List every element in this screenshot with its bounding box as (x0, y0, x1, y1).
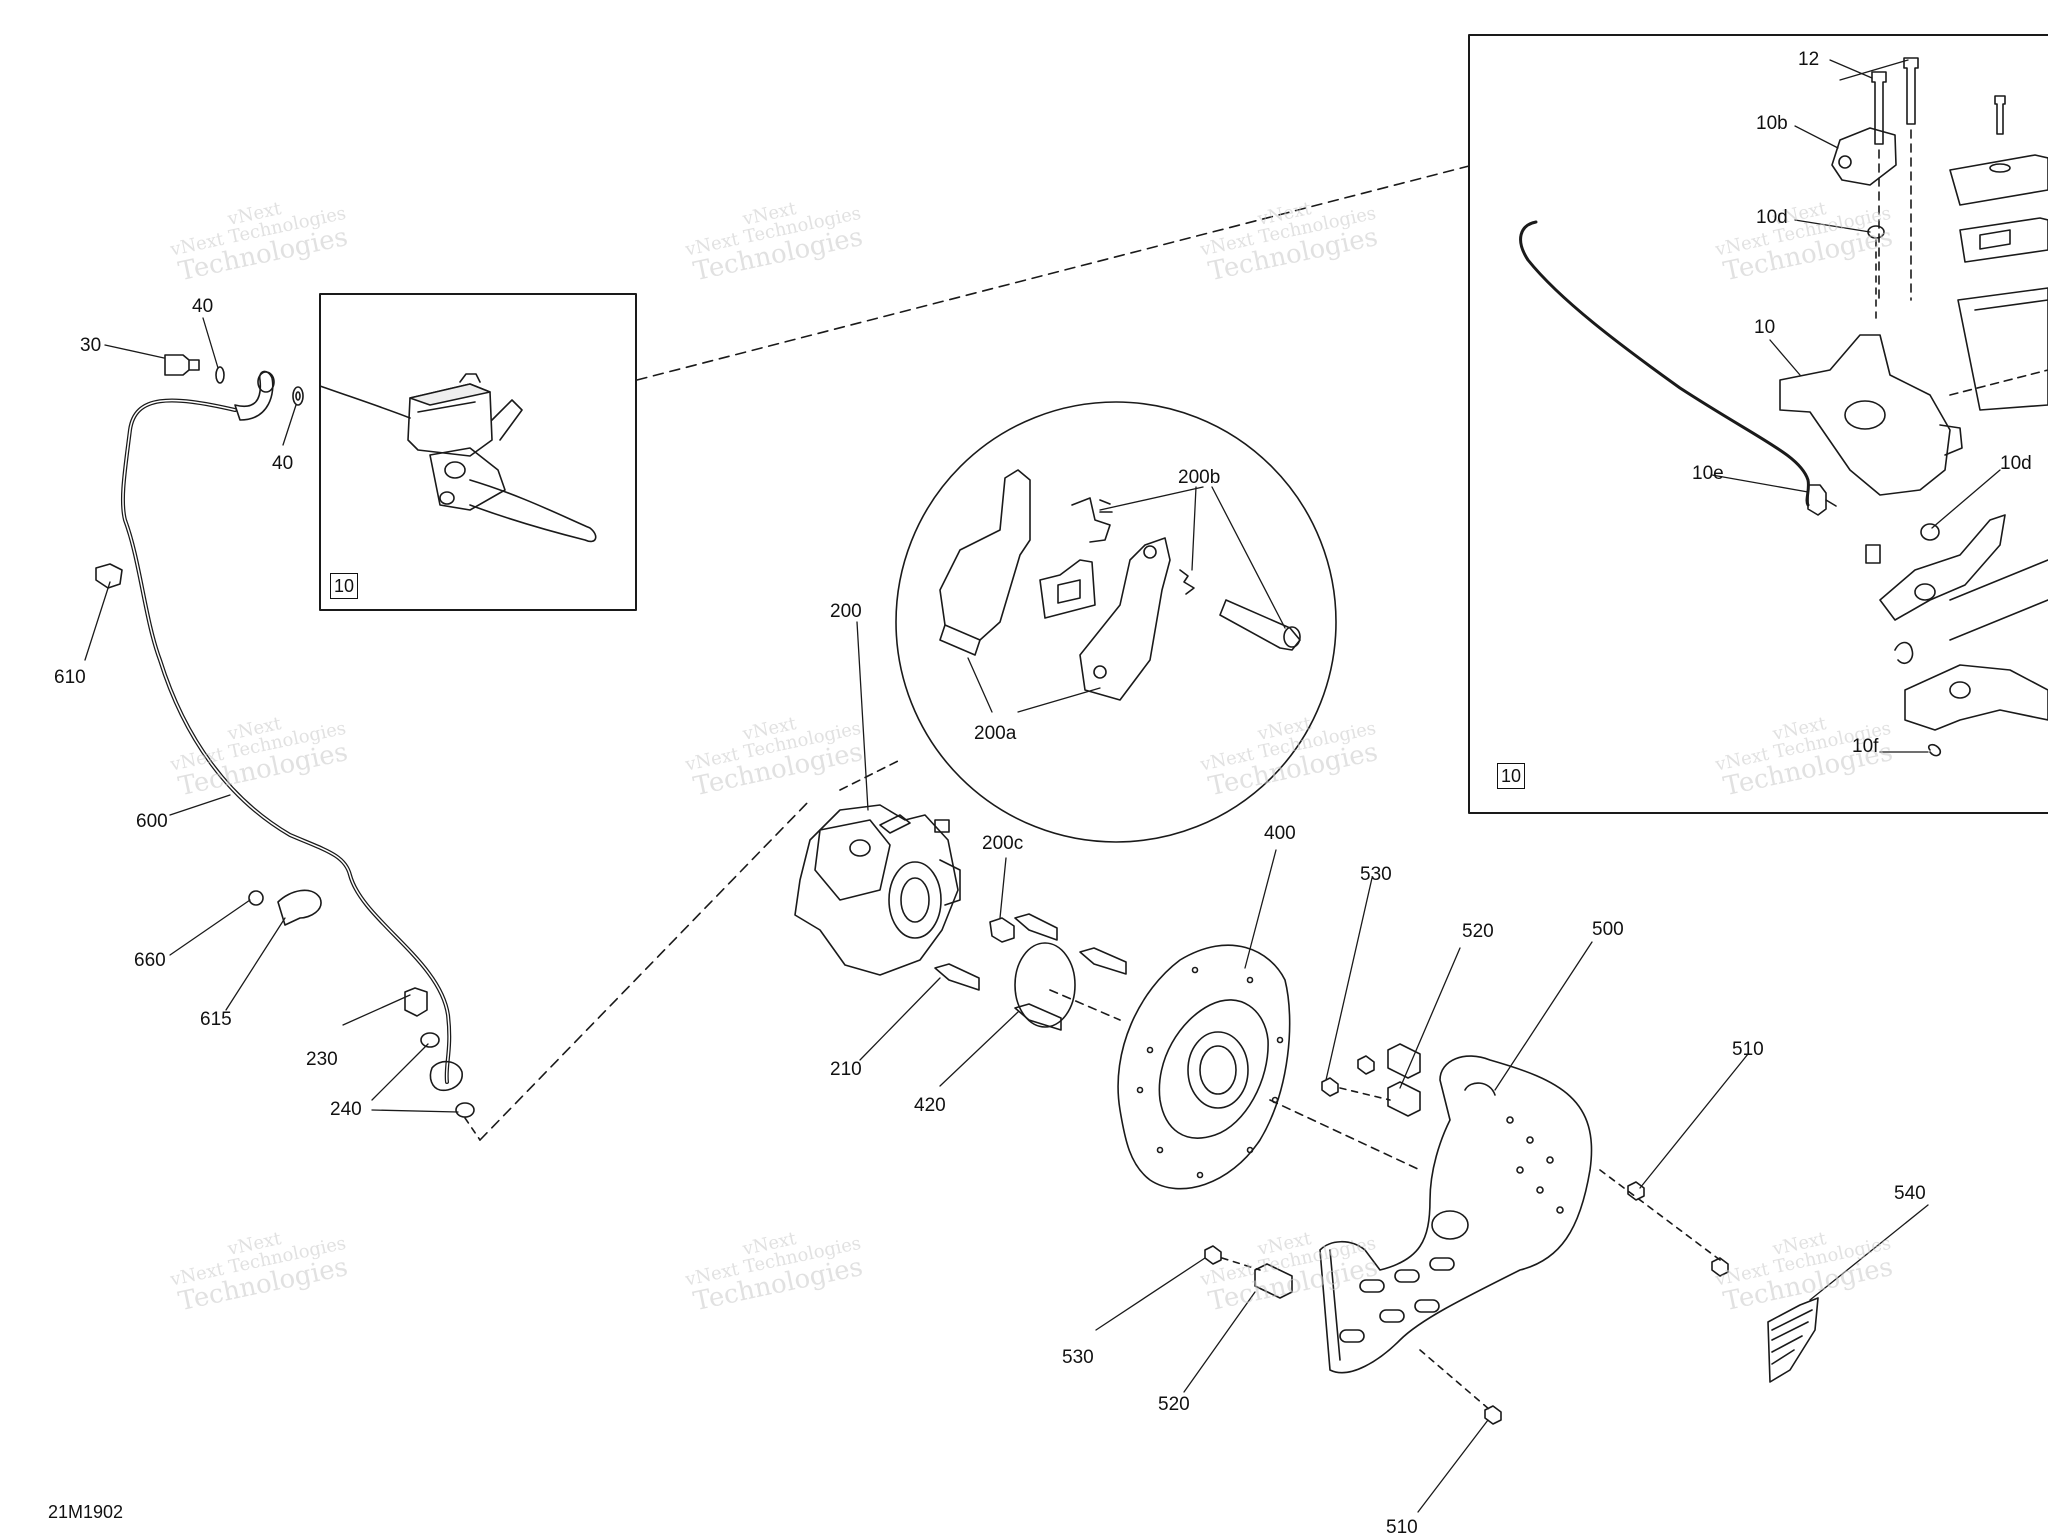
decal-540 (1767, 1297, 1819, 1383)
callout-10e: 10e (1692, 463, 1724, 484)
crush-washer-40-bottom (292, 386, 304, 406)
disc-guard (1319, 1055, 1593, 1374)
callout-200: 200 (830, 601, 862, 622)
hose-clip-610 (95, 563, 123, 589)
inset-tag-large: 10 (1497, 763, 1525, 789)
callout-10: 10 (1754, 317, 1776, 338)
washer-lower (420, 1032, 440, 1048)
callout-610: 610 (54, 667, 86, 688)
callout-510-top: 510 (1732, 1039, 1764, 1060)
callout-660: 660 (134, 950, 166, 971)
screw-510-far-right (1711, 1257, 1729, 1277)
callout-520-bottom: 520 (1158, 1394, 1190, 1415)
clamp-615 (277, 889, 322, 926)
inset-tag-small: 10 (330, 573, 358, 599)
inset-connector-dashed (636, 165, 1470, 381)
spacer-520-mid (1387, 1043, 1421, 1079)
callout-530-top: 530 (1360, 864, 1392, 885)
callout-400: 400 (1264, 823, 1296, 844)
callout-500: 500 (1592, 919, 1624, 940)
spacer-520-bottom (1254, 1263, 1293, 1299)
callout-40-top: 40 (192, 296, 214, 317)
screw-530-mid (1357, 1055, 1375, 1075)
nut-660 (248, 890, 264, 906)
master-cylinder-exploded (1519, 57, 2048, 757)
callout-200b: 200b (1178, 467, 1221, 488)
brake-pads (939, 469, 1301, 701)
crush-washer-40-top (215, 366, 225, 384)
callout-200a: 200a (974, 723, 1017, 744)
banjo-bolt-230 (404, 987, 428, 1017)
bolt-upper-2 (1079, 947, 1127, 975)
washer-240 (455, 1102, 475, 1118)
bolt-upper (1014, 913, 1058, 941)
callout-420: 420 (914, 1095, 946, 1116)
callout-200c: 200c (982, 833, 1024, 854)
callout-600: 600 (136, 811, 168, 832)
screw-530-top (1321, 1077, 1339, 1097)
callout-10b: 10b (1756, 113, 1788, 134)
bolt-210 (934, 963, 980, 991)
diagram-code: 21M1902 (48, 1502, 124, 1522)
o-ring-420 (1014, 942, 1076, 1028)
brake-hose (120, 398, 452, 1084)
callout-510-bottom: 510 (1386, 1517, 1418, 1538)
brake-pad-detail-circle (895, 401, 1337, 843)
callout-10f: 10f (1852, 736, 1879, 757)
callout-240: 240 (330, 1099, 362, 1120)
spacer-520-top (1387, 1081, 1421, 1117)
callout-615: 615 (200, 1009, 232, 1030)
leader-lines (84, 59, 2001, 1513)
callout-12: 12 (1798, 49, 1820, 70)
bleeder-200c (989, 917, 1015, 943)
brake-disc (1117, 944, 1291, 1190)
hose-to-caliper-dashed (479, 799, 811, 1141)
callout-520-top: 520 (1462, 921, 1494, 942)
banjo-fitting-bottom (429, 1060, 463, 1092)
screw-510-bottom (1484, 1405, 1502, 1425)
screw-530-bottom (1204, 1245, 1222, 1265)
master-cylinder-small-illustration (319, 373, 597, 543)
inset-frame-large (1468, 34, 2048, 814)
callout-10d-right: 10d (2000, 453, 2032, 474)
banjo-bolt-30 (164, 354, 200, 376)
callout-40-bottom: 40 (272, 453, 294, 474)
callout-530-bottom: 530 (1062, 1347, 1094, 1368)
callout-10d-top: 10d (1756, 207, 1788, 228)
inset-frame-small (319, 293, 637, 611)
callout-210: 210 (830, 1059, 862, 1080)
screw-510-right (1627, 1181, 1645, 1201)
banjo-fitting-top (234, 370, 274, 421)
callout-230: 230 (306, 1049, 338, 1070)
brake-caliper (794, 804, 961, 976)
callout-540: 540 (1894, 1183, 1926, 1204)
callout-30: 30 (80, 335, 102, 356)
